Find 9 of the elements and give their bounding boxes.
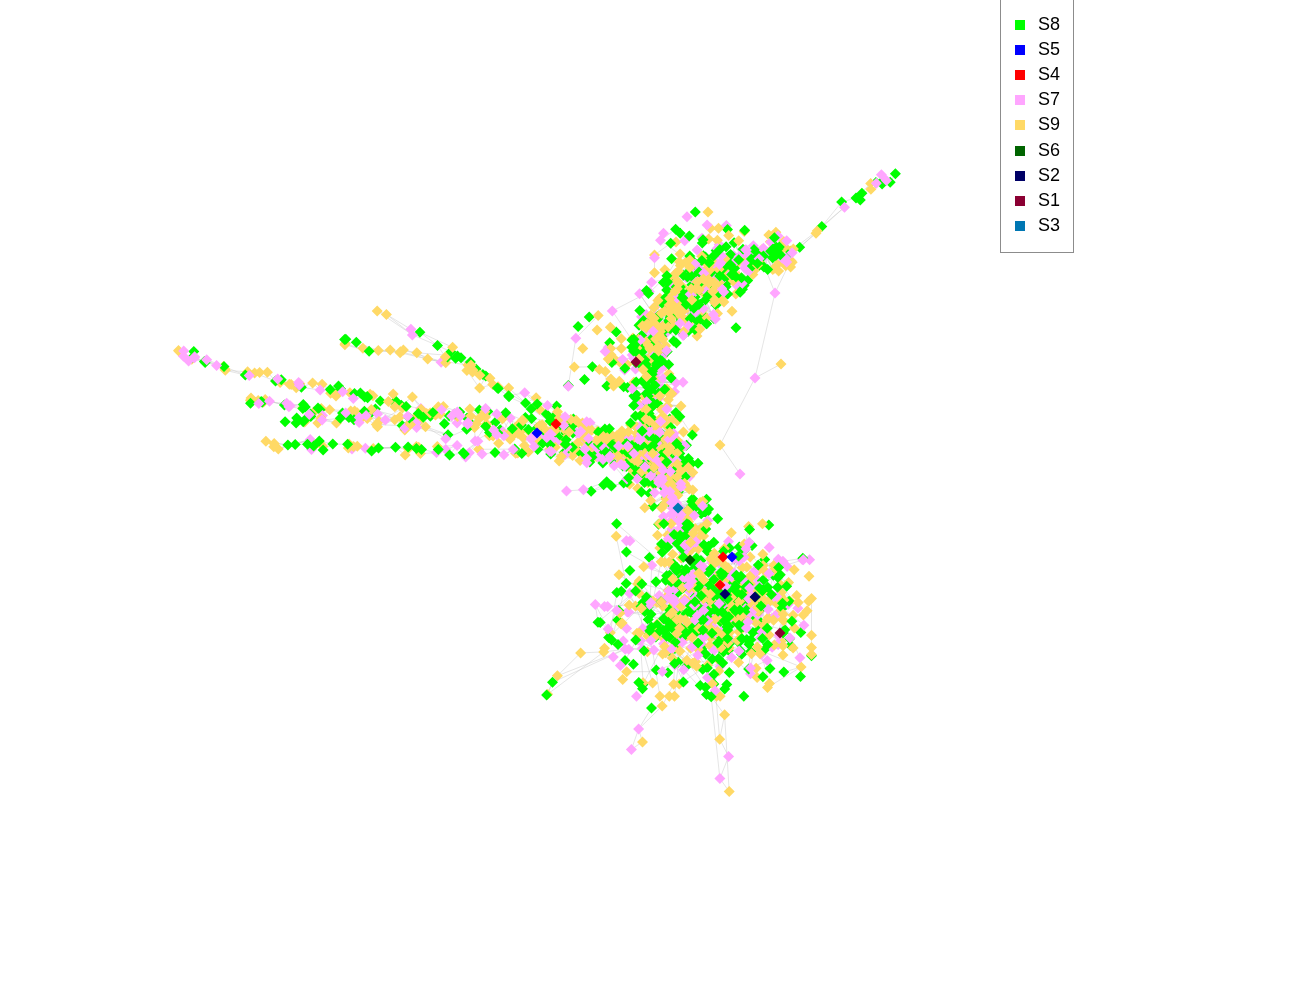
legend-label: S1: [1038, 189, 1061, 211]
legend-label: S5: [1038, 39, 1061, 61]
legend-label: S6: [1038, 139, 1061, 161]
legend-label: S7: [1038, 89, 1061, 111]
legend-label: S2: [1038, 164, 1061, 186]
legend-label: S8: [1038, 14, 1061, 35]
legend-label: S3: [1038, 214, 1061, 236]
legend-label: S4: [1038, 64, 1061, 86]
legend-label: S9: [1038, 114, 1061, 136]
